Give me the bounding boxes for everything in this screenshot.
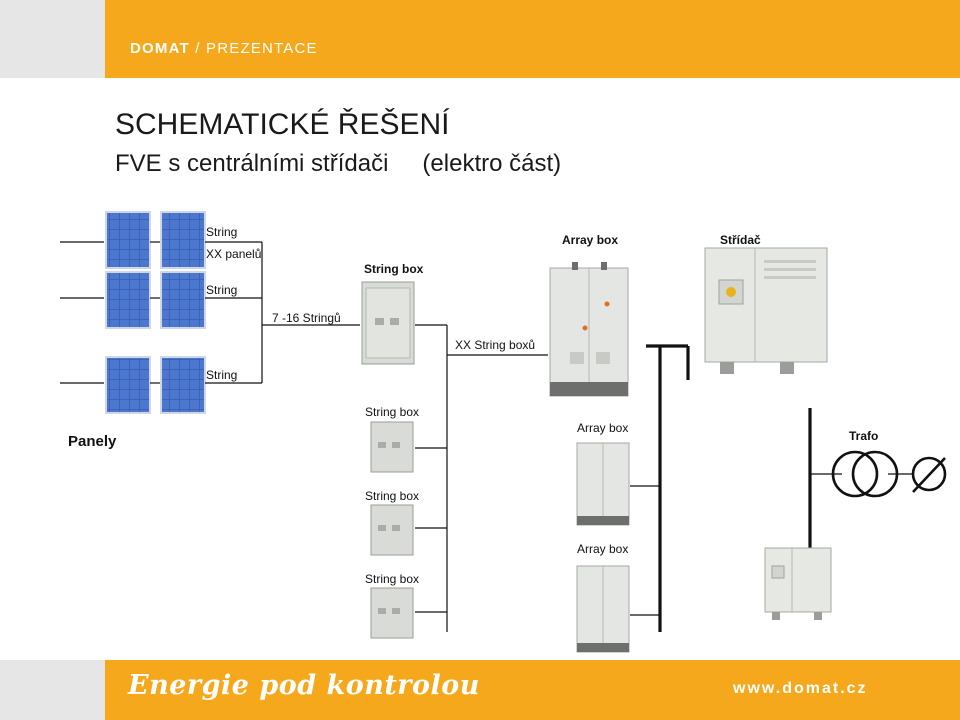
string-box-small-2 — [370, 504, 414, 556]
footer-slogan: Energie pod kontrolou — [128, 670, 480, 701]
solar-panel — [160, 211, 206, 269]
subtitle-note: (elektro část) — [422, 150, 562, 177]
header-bar — [105, 0, 960, 78]
header-left-block — [0, 0, 105, 78]
wiring — [60, 241, 912, 632]
label-string-2: String — [206, 283, 238, 297]
page-title: SCHEMATICKÉ ŘEŠENÍ — [115, 108, 450, 141]
solar-panel-row-1 — [105, 211, 206, 269]
footer-left-block — [0, 660, 105, 720]
footer-url[interactable]: www.domat.cz — [733, 680, 868, 697]
label-array-box-2: Array box — [577, 542, 629, 556]
label-stridac: Střídač — [720, 233, 761, 247]
transformer-symbol — [831, 450, 899, 498]
page-subtitle: FVE s centrálními střídači (elektro část) — [115, 150, 561, 178]
grid-symbol — [911, 456, 947, 493]
array-box-main — [549, 262, 629, 397]
inverter-small — [764, 547, 832, 620]
solar-panel — [105, 271, 151, 329]
label-xx-panels: XX panelů — [206, 247, 262, 261]
brand-suffix: / PREZENTACE — [195, 40, 318, 57]
solar-panel-row-3 — [105, 356, 206, 414]
solar-panel — [105, 211, 151, 269]
brand-name: DOMAT — [130, 40, 190, 57]
array-box-small-2 — [576, 565, 630, 653]
label-string-box-main: String box — [364, 262, 424, 276]
label-string-box-3: String box — [365, 572, 420, 586]
solar-panel — [105, 356, 151, 414]
label-string-3: String — [206, 368, 238, 382]
label-array-box-1: Array box — [577, 421, 629, 435]
subtitle-main: FVE s centrálními střídači — [115, 150, 389, 177]
label-xx-string-boxes: XX String boxů — [455, 338, 536, 352]
solar-panel — [160, 271, 206, 329]
label-string-box-1: String box — [365, 405, 420, 419]
label-string-box-2: String box — [365, 489, 420, 503]
busbars — [646, 344, 812, 632]
footer-bar — [105, 660, 960, 720]
label-array-box-main: Array box — [562, 233, 619, 247]
label-panely: Panely — [68, 433, 117, 450]
solar-panel — [160, 356, 206, 414]
solar-panel-row-2 — [105, 271, 206, 329]
label-stringu-count: 7 -16 Stringů — [272, 311, 341, 325]
string-box-small-1 — [370, 421, 414, 473]
string-box-small-3 — [370, 587, 414, 639]
inverter-main — [704, 247, 828, 374]
string-box-main — [361, 281, 415, 365]
header-brand: DOMAT / PREZENTACE — [130, 40, 318, 57]
array-box-small-1 — [576, 442, 630, 526]
label-trafo: Trafo — [849, 429, 879, 443]
label-string-1: String — [206, 225, 238, 239]
